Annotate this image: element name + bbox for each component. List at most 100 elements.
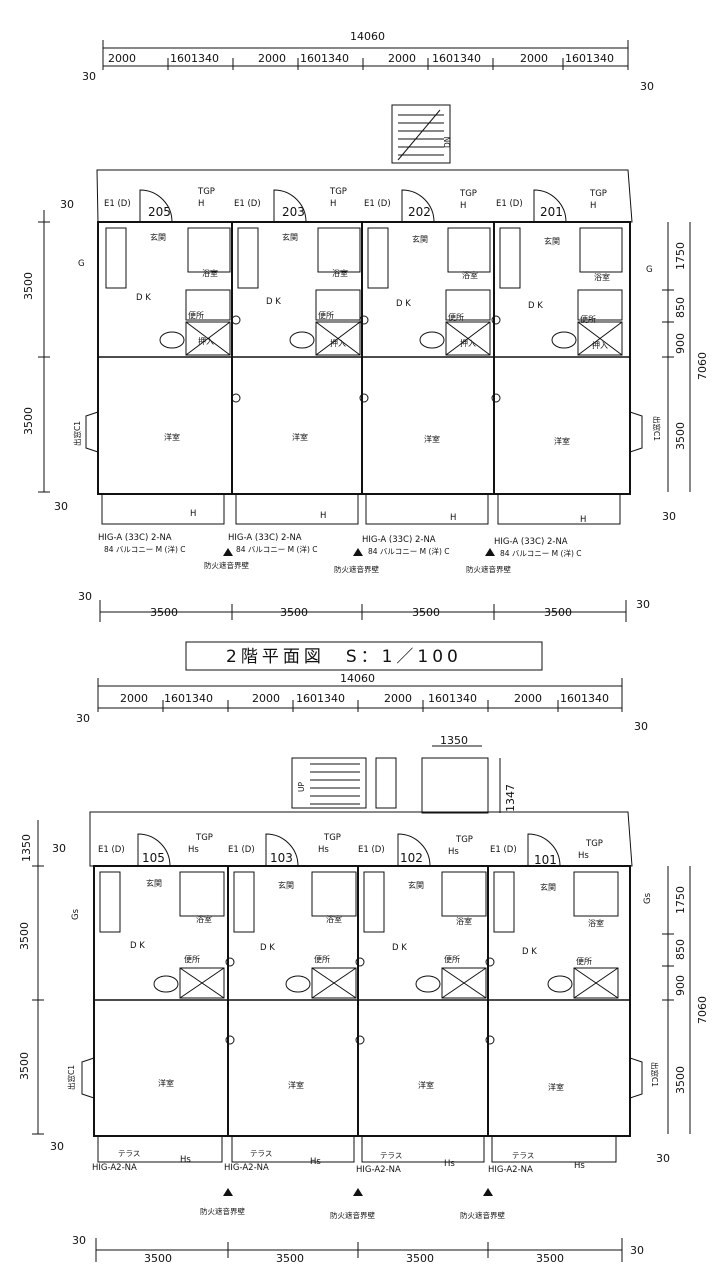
lower-stair-up: UP — [297, 782, 306, 792]
upper-note-4b: 84 バルコニー M (洋) C — [500, 548, 582, 558]
upper-seg-2: 1601340 — [170, 52, 219, 65]
lower-firewall-marker-1 — [223, 1188, 233, 1196]
upper-right-dim-5: 7060 — [696, 352, 709, 380]
upper-e1-205: E1 (D) — [104, 199, 131, 209]
lower-corridor — [89, 811, 633, 867]
sheet-title: 2階平面図 S：1／100 — [226, 647, 462, 667]
upper-unit-201: 201 — [540, 205, 563, 219]
upper-bottom-4: 3500 — [544, 606, 572, 619]
upper-toilet-201: 便所 — [580, 314, 596, 324]
upper-seg-4: 1601340 — [300, 52, 349, 65]
upper-closet-203: 押入 — [330, 338, 346, 348]
upper-note-3b: 84 バルコニー M (洋) C — [368, 546, 450, 556]
upper-note-1a: HIG-A (33C) 2-NA — [98, 533, 172, 543]
lower-note-4: HIG-A2-NA — [488, 1165, 533, 1175]
lower-seg-5: 2000 — [384, 692, 412, 705]
upper-balcony-h-2: H — [320, 511, 326, 521]
upper-firewall-marker-3 — [485, 548, 495, 556]
lower-edge-right: 30 — [634, 720, 648, 733]
lower-storage-box — [421, 757, 489, 814]
lower-stair-dim-1: 1350 — [440, 734, 468, 747]
upper-right-dim-2: 850 — [674, 297, 687, 318]
lower-seg-6: 1601340 — [428, 692, 477, 705]
lower-bottom-1: 3500 — [144, 1252, 172, 1265]
upper-entry-201: 玄関 — [544, 236, 560, 246]
lower-seg-4: 1601340 — [296, 692, 345, 705]
lower-terrace-1: テラス — [118, 1149, 140, 1158]
upper-seg-6: 1601340 — [432, 52, 481, 65]
upper-seg-8: 1601340 — [565, 52, 614, 65]
upper-note-2b: 84 バルコニー M (洋) C — [236, 544, 318, 554]
lower-seg-2: 1601340 — [164, 692, 213, 705]
lower-total-width: 14060 — [340, 672, 375, 685]
upper-tgp-2: TGP — [329, 187, 347, 197]
upper-bottom-edge-left: 30 — [78, 590, 92, 603]
upper-firewall-3: 防火遮音界壁 — [466, 564, 511, 574]
upper-window-right: 出窓C1 — [652, 416, 662, 441]
upper-closet-205: 押入 — [198, 336, 214, 346]
lower-entry-105: 玄関 — [146, 878, 162, 888]
upper-dk-203: D K — [266, 297, 281, 307]
upper-balcony-h-3: H — [450, 513, 456, 523]
upper-western-205: 洋室 — [164, 432, 180, 442]
upper-seg-5: 2000 — [388, 52, 416, 65]
upper-toilet-203: 便所 — [318, 310, 334, 320]
upper-right-dim-4: 3500 — [674, 422, 687, 450]
lower-terrace-hs-3: Hs — [444, 1159, 455, 1169]
upper-left-dim-4: 30 — [54, 500, 68, 513]
lower-right-dim-5: 7060 — [696, 996, 709, 1024]
lower-bottom-3: 3500 — [406, 1252, 434, 1265]
lower-gs-left: Gs — [71, 908, 81, 920]
upper-bath-205: 浴室 — [202, 268, 218, 278]
upper-bottom-2: 3500 — [280, 606, 308, 619]
lower-e1-103: E1 (D) — [228, 845, 255, 855]
upper-h-2: H — [330, 199, 336, 209]
upper-firewall-1: 防火遮音界壁 — [204, 560, 249, 570]
lower-bath-101: 浴室 — [588, 918, 604, 928]
upper-building-outline — [97, 221, 631, 495]
lower-tgp-4: TGP — [585, 839, 603, 849]
upper-entry-205: 玄関 — [150, 232, 166, 242]
lower-stair — [291, 757, 367, 809]
lower-dk-103: D K — [260, 943, 275, 953]
lower-tgp-3: TGP — [455, 835, 473, 845]
lower-firewall-1: 防火遮音界壁 — [200, 1206, 245, 1216]
upper-bottom-edge-right: 30 — [636, 598, 650, 611]
lower-unit-101: 101 — [534, 853, 557, 867]
upper-closet-202: 押入 — [460, 338, 476, 348]
upper-stair — [391, 104, 451, 164]
lower-left-dim-2: 30 — [52, 842, 66, 855]
lower-bath-103: 浴室 — [326, 914, 342, 924]
upper-window-left: 出窓C1 — [72, 421, 82, 446]
lower-bottom-edge-right: 30 — [630, 1244, 644, 1257]
upper-bottom-3: 3500 — [412, 606, 440, 619]
lower-left-dim-4: 3500 — [18, 1052, 31, 1080]
lower-right-dim-4: 3500 — [674, 1066, 687, 1094]
lower-dk-102: D K — [392, 943, 407, 953]
upper-firewall-marker-2 — [353, 548, 363, 556]
lower-note-1: HIG-A2-NA — [92, 1163, 137, 1173]
upper-closet-201: 押入 — [592, 340, 608, 350]
upper-western-202: 洋室 — [424, 434, 440, 444]
lower-hs-4: Hs — [578, 851, 589, 861]
upper-h-4: H — [590, 201, 596, 211]
upper-balcony-h-1: H — [190, 509, 196, 519]
lower-seg-7: 2000 — [514, 692, 542, 705]
upper-balcony-h-4: H — [580, 515, 586, 525]
upper-left-dim-3: 3500 — [22, 407, 35, 435]
lower-firewall-3: 防火遮音界壁 — [460, 1210, 505, 1220]
upper-e1-201: E1 (D) — [496, 199, 523, 209]
upper-dk-202: D K — [396, 299, 411, 309]
upper-note-2a: HIG-A (33C) 2-NA — [228, 533, 302, 543]
lower-bottom-2: 3500 — [276, 1252, 304, 1265]
upper-bath-202: 浴室 — [462, 270, 478, 280]
lower-building-outline — [93, 865, 631, 1137]
lower-right-dim-2: 850 — [674, 939, 687, 960]
upper-unit-202: 202 — [408, 205, 431, 219]
lower-bottom-4: 3500 — [536, 1252, 564, 1265]
upper-toilet-202: 便所 — [448, 312, 464, 322]
upper-right-dim-1: 1750 — [674, 242, 687, 270]
lower-dk-105: D K — [130, 941, 145, 951]
upper-seg-1: 2000 — [108, 52, 136, 65]
